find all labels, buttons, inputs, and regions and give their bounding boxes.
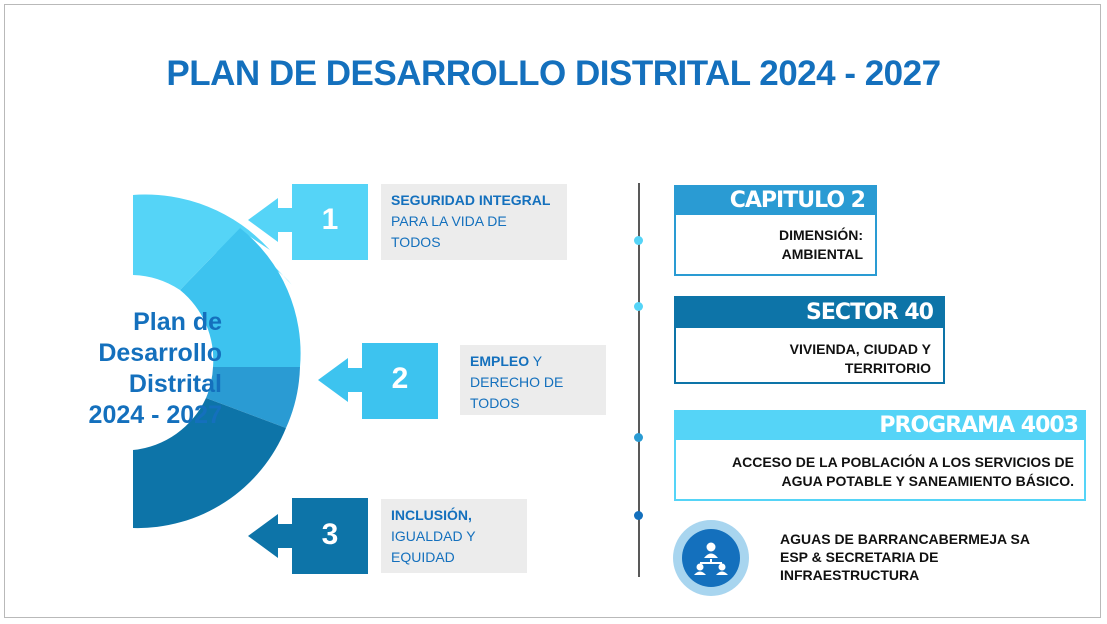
pillar-number-1: 1	[321, 203, 339, 236]
arrow-3	[248, 498, 368, 574]
slide-frame	[4, 4, 1101, 618]
timeline-dot-4	[634, 511, 643, 520]
box-sector: SECTOR 40 VIVIENDA, CIUDAD Y TERRITORIO	[674, 296, 945, 384]
pillar-text-3: INCLUSIÓN, IGUALDAD Y EQUIDAD	[381, 499, 527, 573]
center-label-line: Plan de	[133, 308, 222, 336]
plan-ring-diagram	[133, 184, 438, 574]
center-label-line: Desarrollo	[98, 339, 222, 367]
ring-top	[133, 194, 240, 290]
center-label-line: Distrital	[128, 370, 222, 398]
box-header: SECTOR 40	[676, 298, 943, 328]
pillar-number-3: 3	[321, 518, 339, 551]
org-line: INFRAESTRUCTURA	[780, 567, 920, 583]
center-label-line: 2024 - 2027	[88, 401, 222, 429]
timeline-line	[638, 183, 640, 577]
box-header: CAPITULO 2	[676, 187, 875, 215]
box-body: ACCESO DE LA POBLACIÓN A LOS SERVICIOS D…	[732, 453, 1074, 491]
pillar-text-rest: PARA LA VIDA DE TODOS	[391, 213, 507, 250]
people-network-icon	[673, 520, 749, 596]
box-line: TERRITORIO	[844, 360, 931, 376]
arrow-1	[248, 184, 368, 260]
arrow-2	[318, 343, 438, 419]
organization-label: AGUAS DE BARRANCABERMEJA SA ESP & SECRET…	[780, 530, 1080, 584]
box-capitulo: CAPITULO 2 DIMENSIÓN: AMBIENTAL	[674, 185, 877, 276]
pillar-text-bold: EMPLEO	[470, 353, 530, 369]
box-body: VIVIENDA, CIUDAD Y TERRITORIO	[790, 340, 931, 378]
timeline-dot-1	[634, 236, 643, 245]
timeline-dot-3	[634, 433, 643, 442]
pillar-text-1: SEGURIDAD INTEGRAL PARA LA VIDA DE TODOS	[381, 184, 567, 260]
box-programa: PROGRAMA 4003 ACCESO DE LA POBLACIÓN A L…	[674, 410, 1086, 501]
box-line: AMBIENTAL	[781, 246, 863, 262]
box-line: ACCESO DE LA POBLACIÓN A LOS SERVICIOS D…	[731, 454, 1074, 470]
center-label: Plan de Desarrollo Distrital 2024 - 2027	[52, 307, 222, 431]
box-line: VIVIENDA, CIUDAD Y	[789, 341, 931, 357]
pillar-text-bold: INCLUSIÓN,	[391, 507, 472, 523]
pillar-text-bold: SEGURIDAD INTEGRAL	[391, 192, 551, 208]
ring-segment-2b	[206, 367, 300, 428]
org-line: AGUAS DE BARRANCABERMEJA SA	[780, 531, 1030, 547]
box-line: AGUA POTABLE Y SANEAMIENTO BÁSICO.	[781, 473, 1074, 489]
timeline-dot-2	[634, 302, 643, 311]
box-line: DIMENSIÓN:	[779, 227, 863, 243]
pillar-text-rest: Y DERECHO DE TODOS	[470, 353, 564, 411]
box-body: DIMENSIÓN: AMBIENTAL	[779, 226, 863, 264]
ring-segment-1b	[133, 194, 270, 250]
ring-segment-3	[133, 398, 286, 529]
box-header: PROGRAMA 4003	[676, 412, 1084, 440]
pillar-text-rest: IGUALDAD Y EQUIDAD	[391, 528, 476, 565]
slide-title: PLAN DE DESARROLLO DISTRITAL 2024 - 2027	[166, 54, 941, 93]
pillar-text-2: EMPLEO Y DERECHO DE TODOS	[460, 345, 606, 415]
pillar-number-2: 2	[391, 362, 409, 395]
ring-segment-2a	[180, 228, 301, 367]
org-line: ESP & SECRETARIA DE	[780, 549, 939, 565]
